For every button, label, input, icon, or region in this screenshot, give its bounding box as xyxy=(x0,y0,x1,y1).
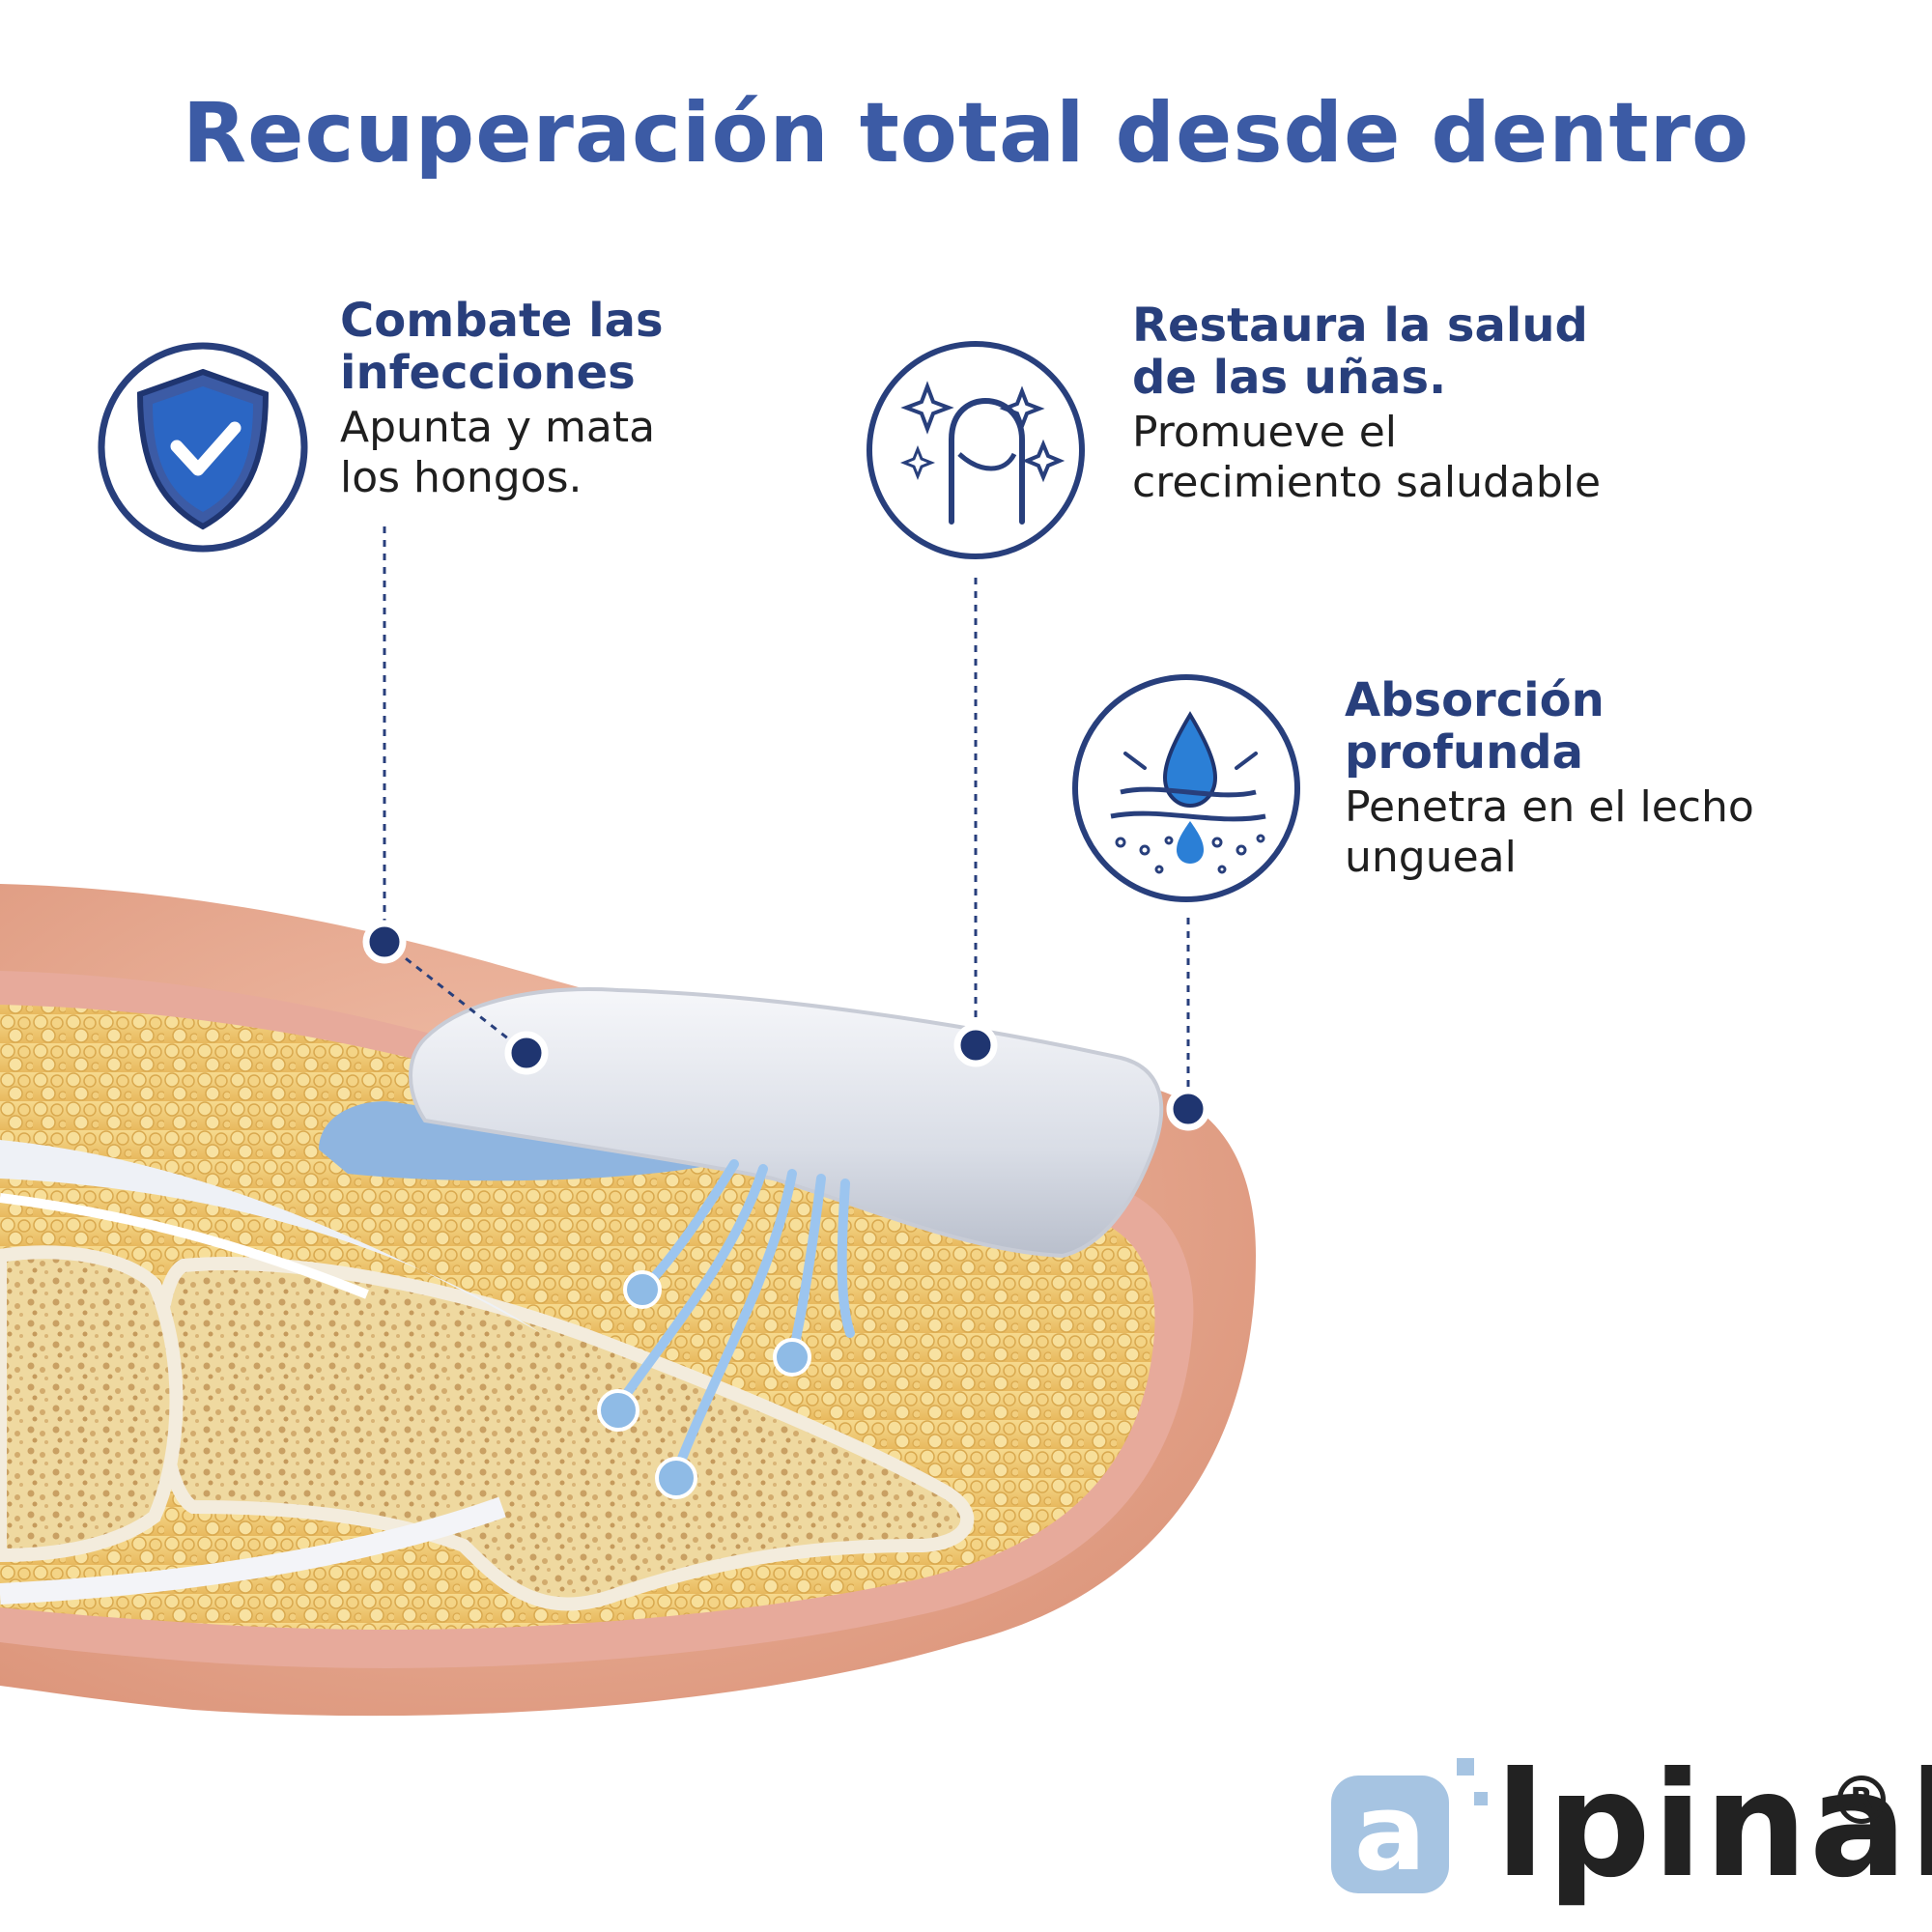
brand-logo-icon: a xyxy=(1331,1758,1488,1894)
cuticle-fold xyxy=(319,1101,734,1181)
brand-wordmark: lpinah xyxy=(1495,1742,1932,1910)
page-title: Recuperación total desde dentro xyxy=(182,85,1750,182)
registered-mark: R xyxy=(1837,1776,1886,1824)
joint-bone xyxy=(0,1245,184,1563)
tendon xyxy=(0,1140,541,1333)
water-drop-absorption-icon xyxy=(1072,674,1300,902)
nail-sparkle-icon xyxy=(867,341,1085,559)
brand-logo-letter: a xyxy=(1354,1771,1426,1894)
serum-droplets xyxy=(597,1270,811,1499)
bone xyxy=(152,1257,975,1611)
callout-dots xyxy=(362,920,1210,1131)
shield-check-icon xyxy=(98,342,308,553)
callout-lines xyxy=(383,526,1190,1109)
